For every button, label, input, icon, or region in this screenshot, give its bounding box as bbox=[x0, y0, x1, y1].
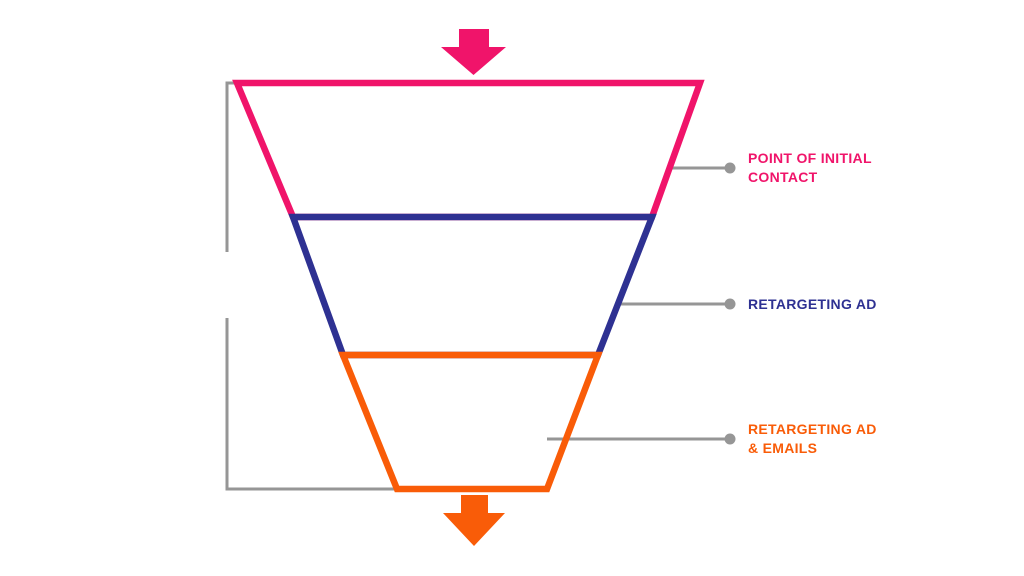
stage-label-retargeting-ad-emails: RETARGETING AD & EMAILS bbox=[748, 420, 877, 458]
stage-label-retargeting-ad: RETARGETING AD bbox=[748, 295, 877, 314]
down-arrow-icon-bottom bbox=[443, 495, 505, 546]
leader-dot-stage1 bbox=[724, 162, 736, 174]
stage-label-line2: & EMAILS bbox=[748, 440, 818, 456]
stage-label-point-of-initial-contact: POINT OF INITIAL CONTACT bbox=[748, 149, 872, 187]
stage-label-line2: CONTACT bbox=[748, 169, 818, 185]
leader-dot-stage3 bbox=[724, 433, 736, 445]
down-arrow-icon-top bbox=[441, 29, 506, 75]
stage-label-line1: RETARGETING AD bbox=[748, 421, 877, 437]
funnel-stage1-outline bbox=[232, 79, 705, 221]
funnel-stage2-outline bbox=[288, 213, 657, 359]
stage-label-line1: POINT OF INITIAL bbox=[748, 150, 872, 166]
stage-label-line1: RETARGETING AD bbox=[748, 296, 877, 312]
leader-dot-stage2 bbox=[724, 298, 736, 310]
funnel-stage3-outline bbox=[338, 351, 603, 493]
